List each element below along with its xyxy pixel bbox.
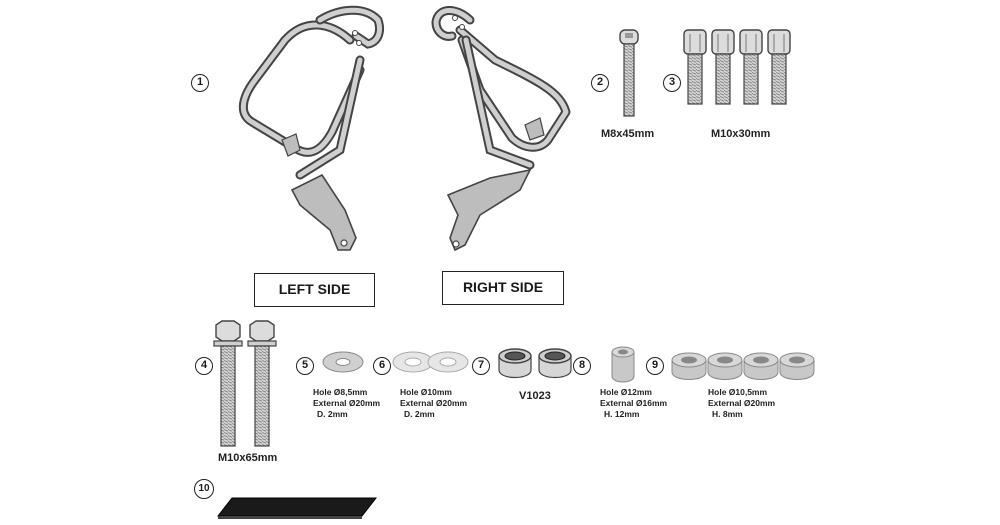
part-9-external: External Ø20mm bbox=[708, 398, 776, 408]
part-5-specs: Hole Ø8,5mm External Ø20mm D. 2mm bbox=[313, 387, 380, 420]
right-side-label: RIGHT SIDE bbox=[442, 271, 564, 305]
part-5-external: External Ø20mm bbox=[313, 398, 381, 408]
part-9-specs: Hole Ø10,5mm External Ø20mm H. 8mm bbox=[708, 387, 775, 420]
part-number-6: 6 bbox=[373, 357, 391, 375]
washers-6 bbox=[392, 351, 469, 373]
part-2-size: M8x45mm bbox=[601, 128, 655, 140]
spacer-8 bbox=[611, 346, 635, 383]
washer-5 bbox=[322, 351, 364, 373]
part-8-specs: Hole Ø12mm External Ø16mm H. 12mm bbox=[600, 387, 667, 420]
spacers-9 bbox=[671, 352, 815, 380]
part-9-height: H. 8mm bbox=[712, 409, 743, 419]
bolts-m10x65 bbox=[213, 320, 277, 447]
part-number-2: 2 bbox=[591, 74, 609, 92]
part-4-size: M10x65mm bbox=[218, 452, 278, 464]
part-5-thickness: D. 2mm bbox=[317, 409, 348, 419]
part-number-3: 3 bbox=[663, 74, 681, 92]
part-6-hole: Hole Ø10mm bbox=[400, 387, 452, 397]
left-side-label: LEFT SIDE bbox=[254, 273, 375, 307]
part-3-size: M10x30mm bbox=[711, 128, 771, 140]
part-number-7: 7 bbox=[472, 357, 490, 375]
part-number-9: 9 bbox=[646, 357, 664, 375]
part-8-hole: Hole Ø12mm bbox=[600, 387, 652, 397]
part-number-1: 1 bbox=[191, 74, 209, 92]
part-number-4: 4 bbox=[195, 357, 213, 375]
bushing-v1023 bbox=[498, 348, 572, 379]
part-6-specs: Hole Ø10mm External Ø20mm D. 2mm bbox=[400, 387, 467, 420]
part-7-code: V1023 bbox=[519, 390, 551, 402]
right-side-frame-drawing bbox=[431, 6, 571, 252]
part-5-hole: Hole Ø8,5mm bbox=[313, 387, 368, 397]
part-number-5: 5 bbox=[296, 357, 314, 375]
bolts-m10x30 bbox=[683, 29, 791, 105]
adhesive-pad-10 bbox=[216, 497, 378, 519]
part-6-external: External Ø20mm bbox=[400, 398, 468, 408]
part-number-8: 8 bbox=[573, 357, 591, 375]
bolt-m8x45 bbox=[619, 29, 639, 117]
part-6-thickness: D. 2mm bbox=[404, 409, 435, 419]
part-8-external: External Ø16mm bbox=[600, 398, 668, 408]
part-9-hole: Hole Ø10,5mm bbox=[708, 387, 768, 397]
part-number-10: 10 bbox=[194, 479, 214, 499]
left-side-frame-drawing bbox=[238, 5, 385, 251]
part-8-height: H. 12mm bbox=[604, 409, 640, 419]
